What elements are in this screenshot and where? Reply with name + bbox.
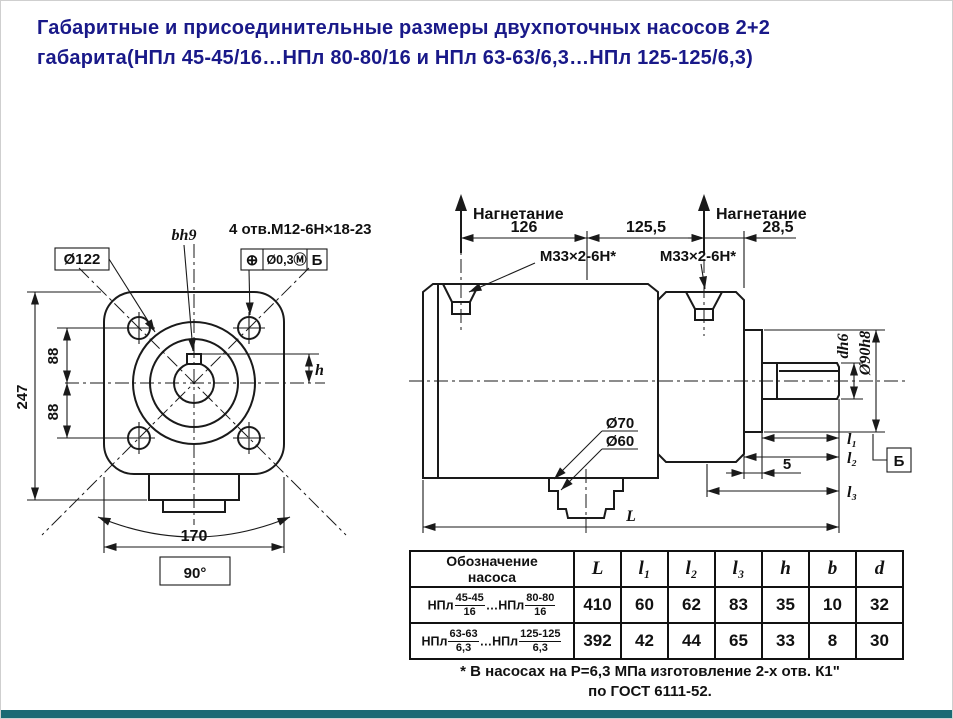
- dim-88-bottom: 88: [45, 404, 62, 421]
- pump-name-prefix: НПл: [427, 598, 454, 613]
- dim-88-top: 88: [45, 348, 62, 365]
- col-header-L: L: [573, 550, 622, 588]
- dim-h: h: [315, 362, 324, 379]
- dim-170: 170: [181, 528, 208, 545]
- col-header-l1: l₁: [620, 550, 669, 588]
- dim-125-5: 125,5: [626, 219, 666, 236]
- header-designation-line2: насоса: [467, 569, 517, 585]
- value-L: 410: [573, 586, 622, 624]
- taskbar-strip: [1, 710, 952, 718]
- discharge-label-left: Нагнетание: [473, 206, 564, 223]
- side-view-outline: [422, 283, 840, 519]
- dim-247: 247: [14, 384, 31, 409]
- position-symbol: ⊕: [246, 252, 259, 269]
- header-designation-line1: Обозначение: [446, 552, 538, 569]
- table-header-row: Обозначение насоса L l₁ l₂ l₃ h b d: [409, 550, 904, 588]
- dia122-label: Ø122: [64, 251, 101, 268]
- front-view-dimension-lines: [27, 244, 328, 586]
- page-title: Габаритные и присоединительные размеры д…: [37, 13, 917, 73]
- hub-dia-label: Ø90h8: [857, 331, 874, 376]
- shaft-dia-label: dh6: [835, 334, 852, 359]
- material-modifier-symbol: Ⓜ: [293, 252, 306, 267]
- value-L: 392: [573, 622, 622, 660]
- up-arrow-icon: [698, 194, 710, 211]
- tolerance-datum-label: Б: [312, 252, 323, 269]
- footnote-line2: по ГОСТ 6111-52.: [588, 682, 712, 700]
- pump-name-prefix: НПл: [421, 634, 448, 649]
- thread-label-left: М33×2-6Н*: [540, 248, 616, 265]
- discharge-arrows: [455, 194, 710, 253]
- col-header-l3: l₃: [714, 550, 763, 588]
- value-d: 30: [855, 622, 904, 660]
- tolerance-value: Ø0,3: [266, 253, 293, 267]
- thread-label-right: М33×2-6Н*: [660, 248, 736, 265]
- dim-5: 5: [783, 456, 791, 473]
- col-header-designation: Обозначение насоса: [409, 550, 575, 588]
- keyway-label: bh9: [172, 227, 197, 244]
- value-h: 35: [761, 586, 810, 624]
- footnote-line1: * В насосах на Р=6,3 МПа изготовление 2-…: [460, 663, 840, 680]
- col-header-l2: l₂: [667, 550, 716, 588]
- dim-l2: l₂: [847, 450, 857, 467]
- tolerance-frame: [240, 248, 328, 271]
- dia-60-label: Ø60: [606, 433, 634, 450]
- discharge-label-right: Нагнетание: [716, 206, 807, 223]
- holes-note: 4 отв.М12-6Н×18-23: [229, 221, 372, 238]
- value-d: 32: [855, 586, 904, 624]
- dia-70-label: Ø70: [606, 415, 634, 432]
- value-l3: 65: [714, 622, 763, 660]
- value-b: 10: [808, 586, 857, 624]
- value-l1: 42: [620, 622, 669, 660]
- up-arrow-icon: [455, 194, 467, 211]
- col-header-h: h: [761, 550, 810, 588]
- dim-126: 126: [511, 219, 538, 236]
- side-view-dimension-lines: [422, 231, 912, 533]
- title-line-2: габарита(НПл 45-45/16…НПл 80-80/16 и НПл…: [37, 47, 753, 69]
- value-b: 8: [808, 622, 857, 660]
- value-h: 33: [761, 622, 810, 660]
- front-view-centerlines: [41, 244, 347, 536]
- value-l1: 60: [620, 586, 669, 624]
- dim-L: L: [625, 508, 636, 525]
- dim-l1: l₁: [847, 431, 857, 448]
- value-l2: 44: [667, 622, 716, 660]
- col-header-d: d: [855, 550, 904, 588]
- dim-l3: l₃: [847, 484, 857, 501]
- value-l3: 83: [714, 586, 763, 624]
- pump-name-mid: …НПл: [479, 634, 519, 649]
- title-line-1: Габаритные и присоединительные размеры д…: [37, 17, 771, 39]
- dim-28-5: 28,5: [762, 219, 793, 236]
- value-l2: 62: [667, 586, 716, 624]
- footnote: * В насосах на Р=6,3 МПа изготовление 2-…: [409, 662, 891, 701]
- pump-name-mid: …НПл: [485, 598, 525, 613]
- datum-b-label: Б: [894, 453, 905, 470]
- col-header-b: b: [808, 550, 857, 588]
- angle-box: [159, 556, 231, 586]
- dim-90deg: 90°: [184, 565, 207, 582]
